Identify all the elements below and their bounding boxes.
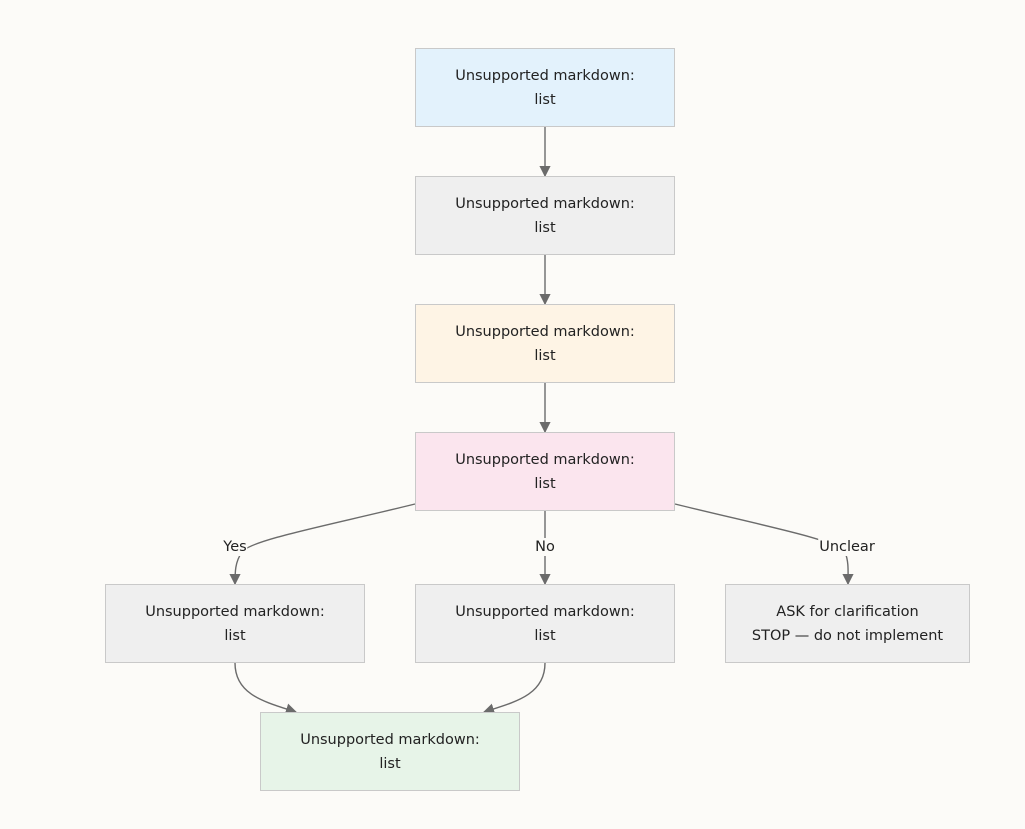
node-no-branch-line-2: list: [534, 627, 556, 644]
node-step-2: Unsupported markdown: list: [415, 176, 675, 255]
node-yes-branch: Unsupported markdown: list: [105, 584, 365, 663]
edge-n4-yes: [229, 503, 416, 586]
node-yes-branch-line-1: Unsupported markdown:: [145, 603, 325, 620]
node-step-2-line-2: list: [534, 219, 556, 236]
node-step-1-line-1: Unsupported markdown:: [455, 67, 635, 84]
node-no-branch: Unsupported markdown: list: [415, 584, 675, 663]
node-no-branch-line-1: Unsupported markdown:: [455, 603, 635, 620]
node-step-3-line-1: Unsupported markdown:: [455, 323, 635, 340]
node-decision: Unsupported markdown: list: [415, 432, 675, 511]
edge-yes-end: [234, 662, 298, 715]
node-end: Unsupported markdown: list: [260, 712, 520, 791]
node-decision-line-1: Unsupported markdown:: [455, 451, 635, 468]
node-step-3: Unsupported markdown: list: [415, 304, 675, 383]
node-step-2-line-1: Unsupported markdown:: [455, 195, 635, 212]
node-step-1: Unsupported markdown: list: [415, 48, 675, 127]
node-yes-branch-line-2: list: [224, 627, 246, 644]
node-end-line-2: list: [379, 755, 401, 772]
node-step-3-line-2: list: [534, 347, 556, 364]
node-unclear-branch: ASK for clarification STOP — do not impl…: [725, 584, 970, 663]
edge-label-unclear: Unclear: [818, 538, 876, 556]
node-unclear-branch-line-2: STOP — do not implement: [751, 627, 944, 644]
node-unclear-branch-line-1: ASK for clarification: [776, 603, 919, 620]
edge-label-no: No: [534, 538, 556, 556]
edge-no-end: [482, 662, 546, 715]
node-decision-line-2: list: [534, 475, 556, 492]
node-end-line-1: Unsupported markdown:: [300, 731, 480, 748]
node-step-1-line-2: list: [534, 91, 556, 108]
edge-label-yes: Yes: [222, 538, 248, 556]
